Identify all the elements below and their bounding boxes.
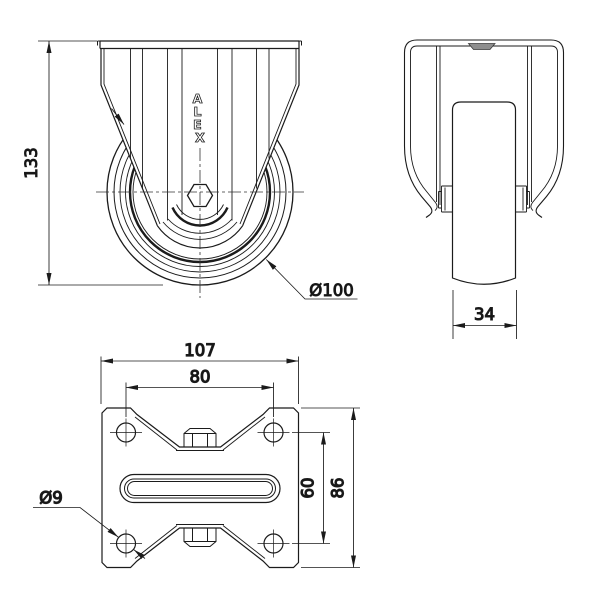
dim-label-hole-spacing-width: 60: [299, 478, 318, 499]
dim-label-hole-diameter: Ø9: [39, 489, 63, 508]
logo-text: A L E X: [193, 88, 208, 145]
dim-hole-spacing-width: [292, 432, 330, 544]
dim-plate-length: [100, 356, 299, 404]
dim-label-wheel-width: 34: [474, 305, 495, 324]
front-view: A L E X 133 Ø100: [22, 40, 358, 301]
dim-label-wheel-diameter: Ø100: [309, 281, 353, 300]
dim-hole-spacing-length: [125, 382, 274, 417]
plate-bend-lines: [134, 416, 266, 559]
dim-label-hole-spacing-length: 80: [190, 368, 211, 387]
dim-overall-height: [38, 40, 163, 286]
side-plate-notch: [467, 43, 496, 50]
side-wheel: [451, 101, 517, 285]
front-top-plate: [97, 40, 302, 50]
dim-plate-width: [301, 407, 360, 568]
plate-center-slot: [119, 473, 281, 504]
plate-outline: [101, 407, 300, 569]
plate-hex-nuts: [183, 428, 217, 547]
plate-view: 107 80 60 86 Ø9: [33, 340, 360, 569]
dim-label-overall-height: 133: [22, 147, 41, 179]
dim-wheel-width: [452, 290, 517, 339]
front-edge-arrow: [111, 108, 125, 125]
front-hex-axle-bolt: [186, 183, 214, 208]
leader-wheel-diameter: [265, 259, 358, 300]
dim-label-plate-length: 107: [184, 341, 216, 360]
side-hub-washers: [438, 185, 530, 213]
fork-silhouette: [100, 41, 299, 248]
dim-label-plate-width: 86: [329, 478, 348, 499]
side-view: 34: [403, 39, 565, 339]
plate-bolt-holes: [110, 418, 290, 558]
leader-hole-diameter: [33, 507, 146, 559]
front-fork-bracket: [100, 48, 300, 249]
front-centerlines: [96, 148, 304, 298]
